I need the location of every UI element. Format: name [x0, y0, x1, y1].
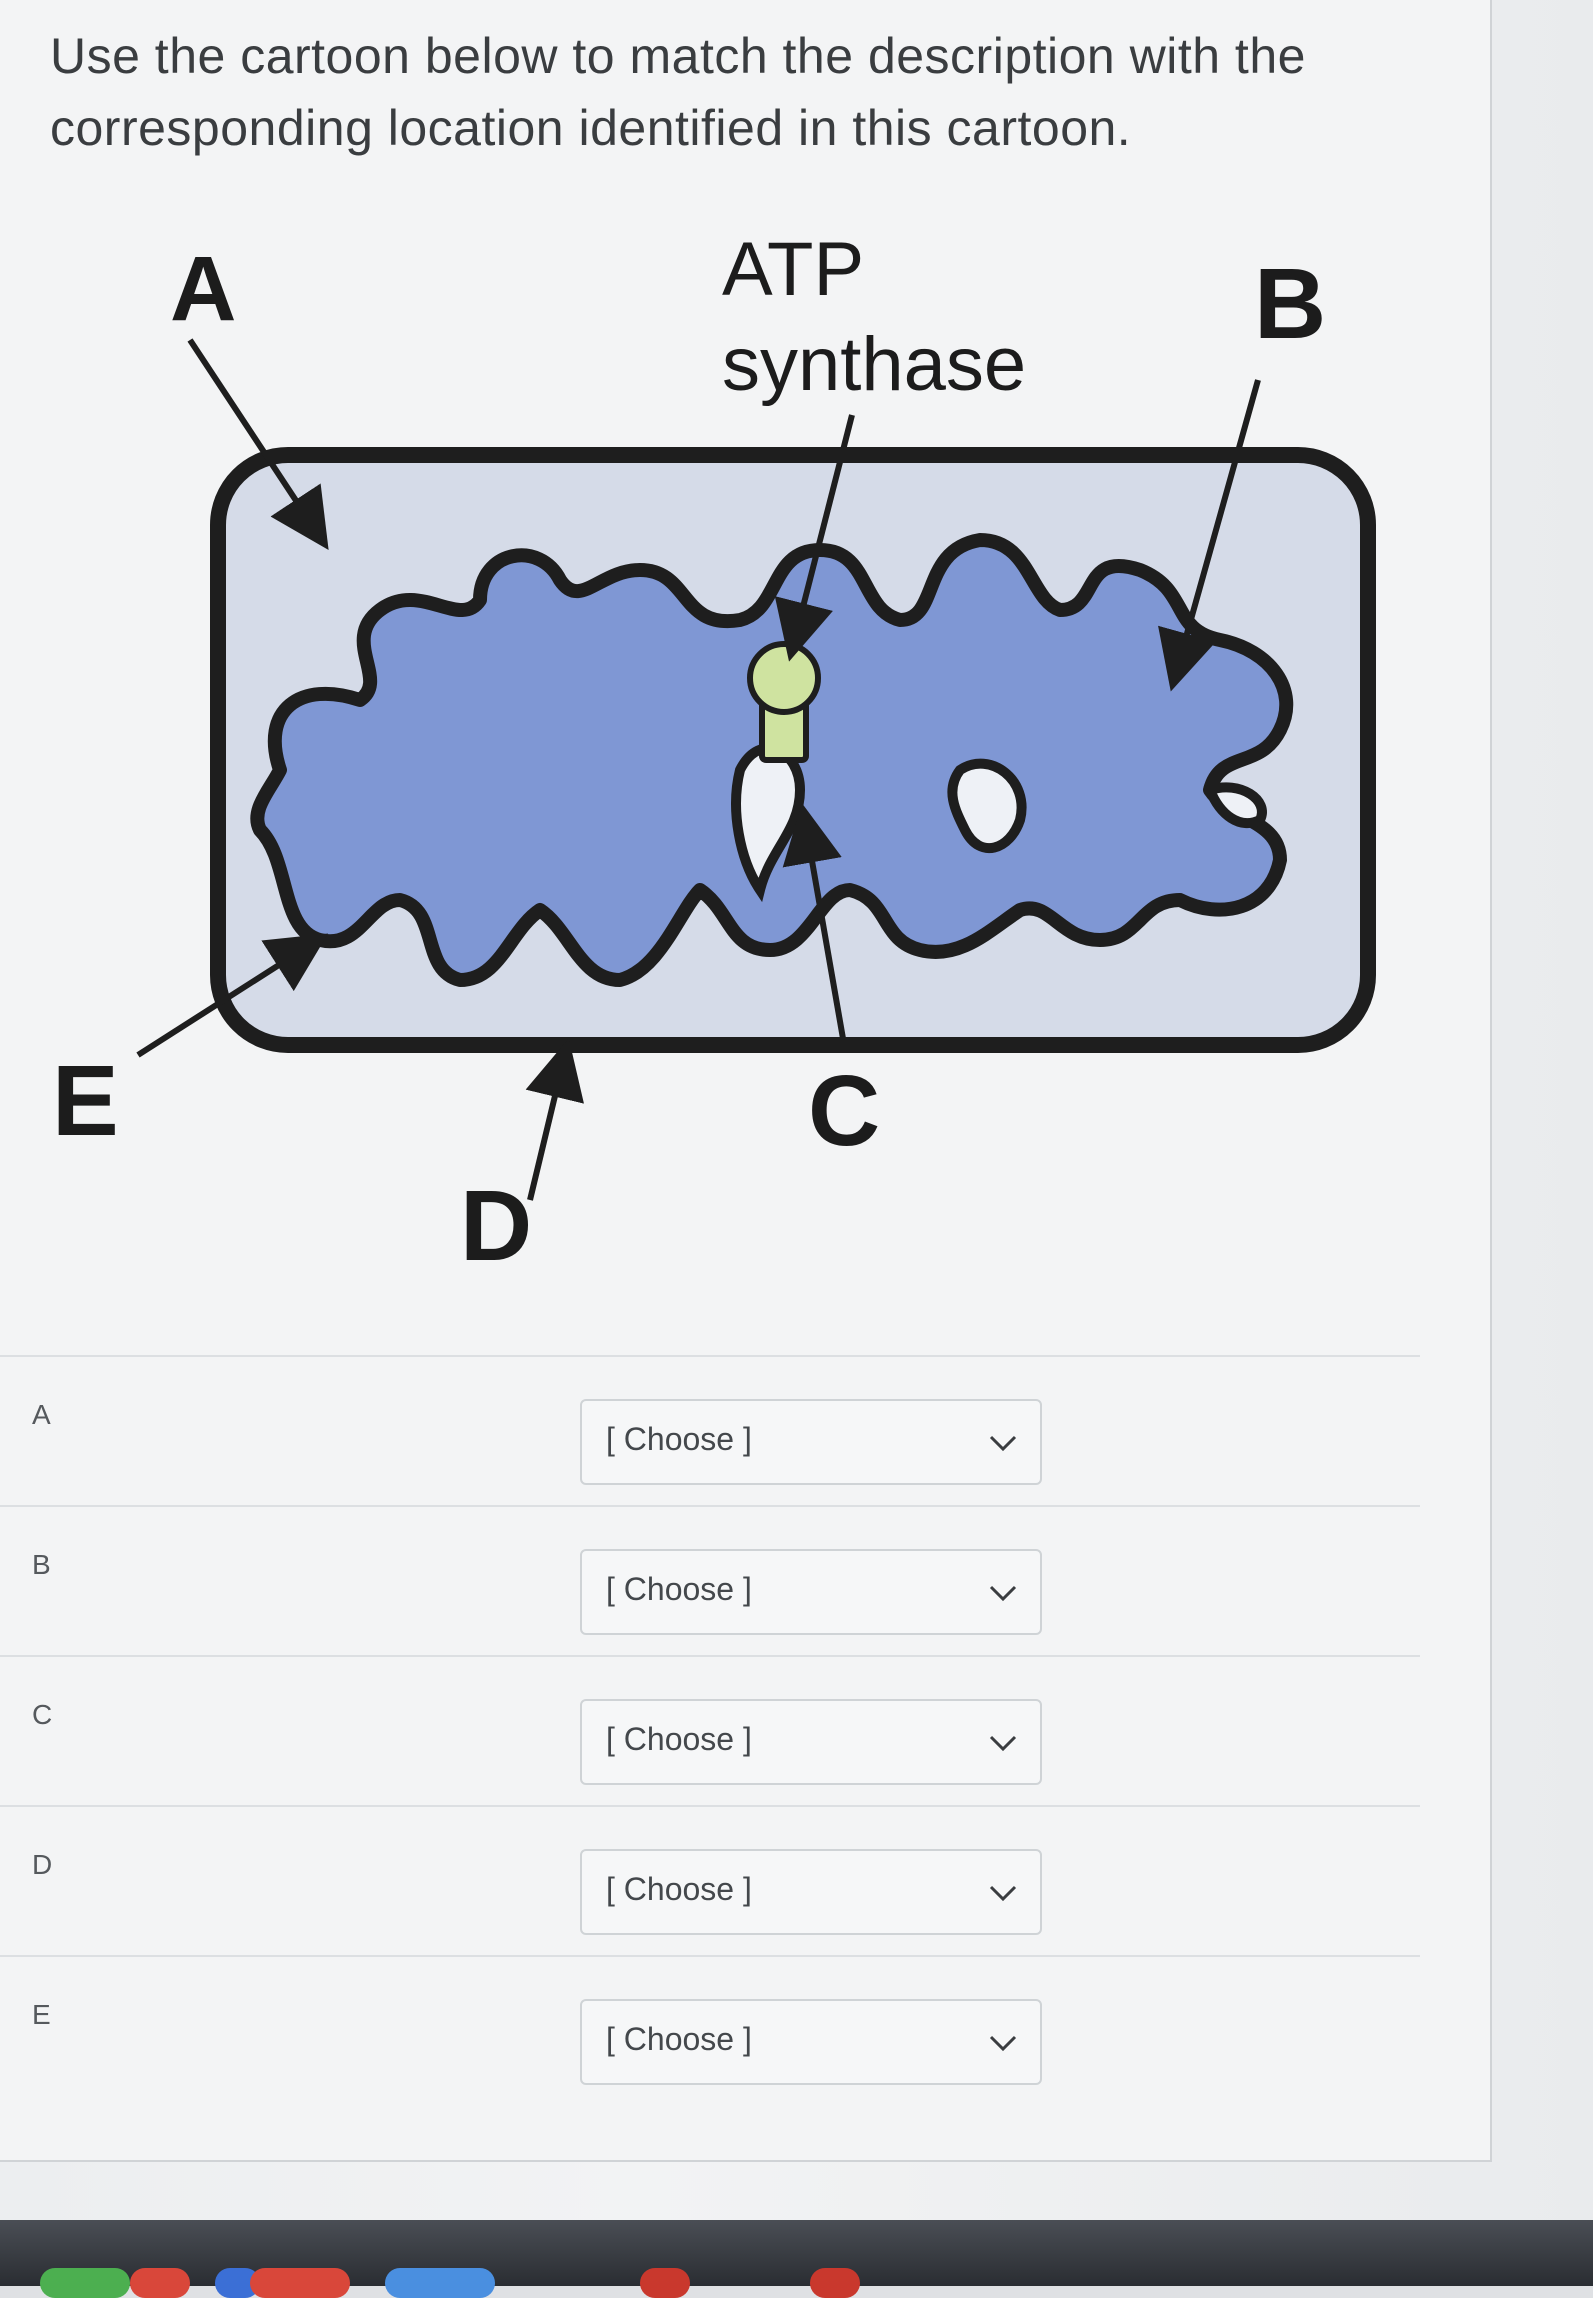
cartoon-label-e: E [52, 1045, 119, 1157]
matching-row-b: B [ Choose ] [0, 1505, 1420, 1655]
cartoon-label-b: B [1254, 248, 1326, 360]
row-label: A [32, 1399, 51, 1430]
cartoon-label-atp-line-1: ATP [722, 227, 864, 312]
cartoon-label-a: A [170, 238, 236, 340]
arrow-b [1158, 379, 1261, 692]
matching-row-d: D [ Choose ] [0, 1805, 1420, 1955]
question-line-2: corresponding location identified in thi… [50, 100, 1132, 156]
taskbar-app-red[interactable] [640, 2268, 690, 2298]
cartoon-label-atp-line-2: synthase [722, 322, 1026, 407]
select-value: [ Choose ] [606, 2021, 752, 2057]
taskbar-badge-red-2[interactable] [250, 2268, 350, 2298]
cartoon-label-d: D [460, 1170, 532, 1282]
question-text: Use the cartoon below to match the descr… [50, 20, 1370, 164]
question-card: Use the cartoon below to match the descr… [0, 0, 1492, 2162]
crista-gap-right [947, 758, 1027, 854]
location-select-a[interactable]: [ Choose ] [580, 1399, 1042, 1485]
select-value: [ Choose ] [606, 1721, 752, 1757]
arrow-a [187, 338, 329, 551]
arrow-e [136, 933, 329, 1058]
atp-synthase-head [747, 641, 821, 715]
location-select-b[interactable]: [ Choose ] [580, 1549, 1042, 1635]
select-value: [ Choose ] [606, 1871, 752, 1907]
row-label: B [32, 1549, 51, 1580]
select-value: [ Choose ] [606, 1571, 752, 1607]
row-label: C [32, 1699, 53, 1730]
chevron-down-icon [989, 1435, 1017, 1452]
matching-row-e: E [ Choose ] [0, 1955, 1420, 2105]
arrow-atp [774, 414, 855, 662]
chevron-down-icon [989, 2035, 1017, 2052]
select-value: [ Choose ] [606, 1421, 752, 1457]
taskbar-app-lightblue[interactable] [385, 2268, 495, 2298]
taskbar-app-red-2[interactable] [810, 2268, 860, 2298]
location-select-e[interactable]: [ Choose ] [580, 1999, 1042, 2085]
question-line-1: Use the cartoon below to match the descr… [50, 28, 1306, 84]
cartoon-label-c: C [808, 1055, 880, 1167]
crista-gap-far-right [1203, 782, 1267, 829]
arrow-c [782, 803, 848, 1051]
location-select-d[interactable]: [ Choose ] [580, 1849, 1042, 1935]
row-label: E [32, 1999, 51, 2030]
mitochondrion-cartoon: A B C D E ATP synthase [52, 227, 1376, 1282]
chevron-down-icon [989, 1735, 1017, 1752]
taskbar-badge-red[interactable] [130, 2268, 190, 2298]
taskbar [0, 2220, 1593, 2298]
arrow-d [525, 1038, 584, 1201]
chevron-down-icon [989, 1585, 1017, 1602]
chevron-down-icon [989, 1885, 1017, 1902]
taskbar-app-green[interactable] [40, 2268, 130, 2298]
matching-row-a: A [ Choose ] [0, 1355, 1420, 1505]
matching-rows: A [ Choose ] B [ Choose ] C [0, 1355, 1420, 2105]
row-label: D [32, 1849, 53, 1880]
matching-row-c: C [ Choose ] [0, 1655, 1420, 1805]
location-select-c[interactable]: [ Choose ] [580, 1699, 1042, 1785]
